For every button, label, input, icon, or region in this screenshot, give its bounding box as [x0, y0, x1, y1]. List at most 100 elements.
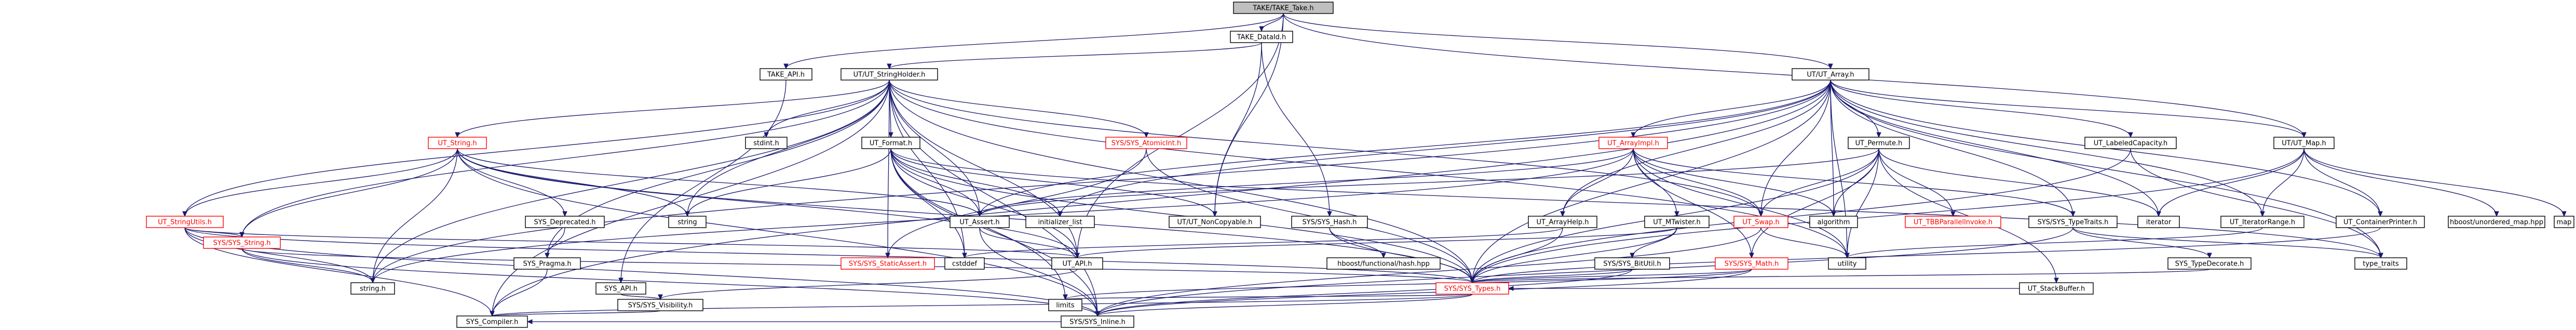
arrowhead	[885, 253, 890, 259]
node-map[interactable]: map	[2554, 216, 2574, 228]
node-ut-swap[interactable]: UT_Swap.h	[1733, 216, 1788, 228]
node-ut-mtwister[interactable]: UT_MTwister.h	[1644, 216, 1710, 228]
arrowhead	[239, 232, 245, 238]
arrowhead	[1381, 253, 1386, 259]
arrowhead	[1950, 211, 1956, 217]
node-label: algorithm	[1818, 219, 1850, 227]
node-label: UT/UT_StringHolder.h	[853, 71, 926, 79]
edge-sys_deprecated-to-sys_pragma	[545, 227, 565, 259]
edge-sys_inline-to-sys_compiler	[526, 319, 1061, 324]
node-box	[456, 315, 528, 328]
node-ut-map[interactable]: UT/UT_Map.h	[2273, 137, 2335, 149]
node-sys-pragma[interactable]: SYS_Pragma.h	[513, 257, 581, 270]
arrowhead	[783, 63, 789, 70]
node-sys-math[interactable]: SYS/SYS_Math.h	[1715, 257, 1788, 270]
node-box	[428, 137, 487, 149]
node-label: string	[677, 219, 697, 227]
node-label: SYS/SYS_TypeTraits.h	[2038, 219, 2109, 227]
node-string[interactable]: string	[668, 216, 707, 228]
edge-ut_arrayimpl-to-ut_arrayhelp	[1560, 148, 1634, 217]
edge-take_dataid-to-sys_hash	[1261, 42, 1332, 217]
edge-ut_stringholder-to-ut_string	[455, 80, 890, 138]
node-iterator[interactable]: iterator	[2137, 216, 2180, 228]
node-sys-api[interactable]: SYS_API.h	[595, 282, 646, 295]
node-utility[interactable]: utility	[1828, 257, 1866, 270]
node-box	[840, 68, 938, 81]
node-sys-types[interactable]: SYS/SYS_Types.h	[1435, 282, 1509, 295]
node-box	[840, 257, 935, 270]
node-ut-stackbuffer[interactable]: UT_StackBuffer.h	[2019, 282, 2094, 295]
edge-sys_typedecorate-to-sys_types	[1470, 269, 2210, 284]
node-box	[1905, 216, 2001, 228]
node-ut-stringutils[interactable]: UT_StringUtils.h	[146, 216, 224, 228]
node-sys-bitutil[interactable]: SYS/SYS_BitUtil.h	[1594, 257, 1670, 270]
node-label: SYS_Compiler.h	[466, 319, 519, 326]
node-ut-labeledcapacity[interactable]: UT_LabeledCapacity.h	[2084, 137, 2177, 149]
arrowhead	[2054, 278, 2059, 284]
node-label: SYS_TypeDecorate.h	[2175, 260, 2244, 268]
node-label: SYS/SYS_BitUtil.h	[1603, 260, 1661, 268]
node-ut-api[interactable]: UT_API.h	[1051, 257, 1103, 270]
node-unordered-map[interactable]: hboost/unordered_map.hpp	[2448, 216, 2545, 228]
node-sys-hash[interactable]: SYS/SYS_Hash.h	[1291, 216, 1368, 228]
arrowhead	[490, 311, 495, 317]
edge-sys_math-to-limits	[1063, 269, 1752, 300]
node-algorithm[interactable]: algorithm	[1809, 216, 1858, 228]
node-sys-deprecated[interactable]: SYS_Deprecated.h	[525, 216, 605, 228]
node-ut-array[interactable]: UT/UT_Array.h	[1792, 68, 1869, 81]
node-sys-staticassert[interactable]: SYS/SYS_StaticAssert.h	[840, 257, 935, 270]
node-sys-typedecorate[interactable]: SYS_TypeDecorate.h	[2167, 257, 2252, 270]
arrowhead	[2128, 132, 2133, 138]
node-ut-tbbparallelinvoke[interactable]: UT_TBBParallelInvoke.h	[1905, 216, 2001, 228]
node-take-take[interactable]: TAKE/TAKE_Take.h	[1233, 2, 1334, 14]
node-sys-inline[interactable]: SYS/SYS_Inline.h	[1061, 315, 1134, 328]
node-label: UT_String.h	[438, 140, 477, 148]
node-box	[944, 257, 985, 270]
node-label: map	[2557, 219, 2572, 227]
node-ut-arrayimpl[interactable]: UT_ArrayImpl.h	[1598, 137, 1668, 149]
node-initializer-list[interactable]: initializer_list	[1025, 216, 1095, 228]
node-ut-noncopyable[interactable]: UT/UT_NonCopyable.h	[1169, 216, 1261, 228]
node-ut-containerprinter[interactable]: UT_ContainerPrinter.h	[2336, 216, 2425, 228]
node-box	[1169, 216, 1261, 228]
node-sys-atomicint[interactable]: SYS/SYS_AtomicInt.h	[1105, 137, 1187, 149]
node-take-api[interactable]: TAKE_API.h	[760, 68, 812, 81]
node-label: UT_StackBuffer.h	[2028, 285, 2085, 293]
edge-ut_labeledcapacity-to-sys_types	[1470, 148, 2131, 284]
node-label: UT_Swap.h	[1742, 219, 1779, 227]
arrowhead	[2156, 211, 2161, 217]
node-ut-format[interactable]: UT_Format.h	[861, 137, 920, 149]
node-sys-visibility[interactable]: SYS/SYS_Visibility.h	[617, 299, 703, 311]
node-label: type_traits	[2363, 260, 2399, 268]
node-ut-string[interactable]: UT_String.h	[428, 137, 487, 149]
node-label: SYS_Deprecated.h	[534, 219, 595, 227]
arrowhead	[1508, 286, 1514, 291]
node-ut-stringholder[interactable]: UT/UT_StringHolder.h	[840, 68, 938, 81]
node-sys-compiler[interactable]: SYS_Compiler.h	[456, 315, 528, 328]
edge-sys_math-to-sys_inline	[1095, 269, 1752, 317]
node-ut-iteratorrange[interactable]: UT_IteratorRange.h	[2220, 216, 2304, 228]
edge-ut_string-to-sys_deprecated	[457, 148, 567, 217]
node-label: UT/UT_Map.h	[2282, 140, 2326, 148]
node-label: UT/UT_Array.h	[1807, 71, 1854, 79]
node-string-h[interactable]: string.h	[350, 282, 395, 295]
node-box	[1025, 216, 1095, 228]
node-type-traits[interactable]: type_traits	[2354, 257, 2407, 270]
node-sys-typetraits[interactable]: SYS/SYS_TypeTraits.h	[2028, 216, 2118, 228]
arrowhead	[2070, 211, 2076, 217]
node-ut-assert[interactable]: UT_Assert.h	[950, 216, 1010, 228]
node-ut-permute[interactable]: UT_Permute.h	[1848, 137, 1910, 149]
node-functional-hash[interactable]: hboost/functional/hash.hpp	[1326, 257, 1441, 270]
node-sys-string[interactable]: SYS/SYS_String.h	[203, 236, 281, 249]
node-limits[interactable]: limits	[1048, 299, 1082, 311]
edge-ut_labeledcapacity-to-type_traits	[2130, 148, 2383, 259]
node-stdint[interactable]: stdint.h	[745, 137, 788, 149]
node-cstddef[interactable]: cstddef	[944, 257, 985, 270]
node-ut-arrayhelp[interactable]: UT_ArrayHelp.h	[1528, 216, 1597, 228]
node-label: UT_IteratorRange.h	[2230, 219, 2295, 227]
edge-sys_visibility-to-sys_compiler	[490, 310, 661, 317]
arrowhead	[1845, 253, 1850, 259]
node-take-dataid[interactable]: TAKE_DataId.h	[1230, 31, 1293, 43]
